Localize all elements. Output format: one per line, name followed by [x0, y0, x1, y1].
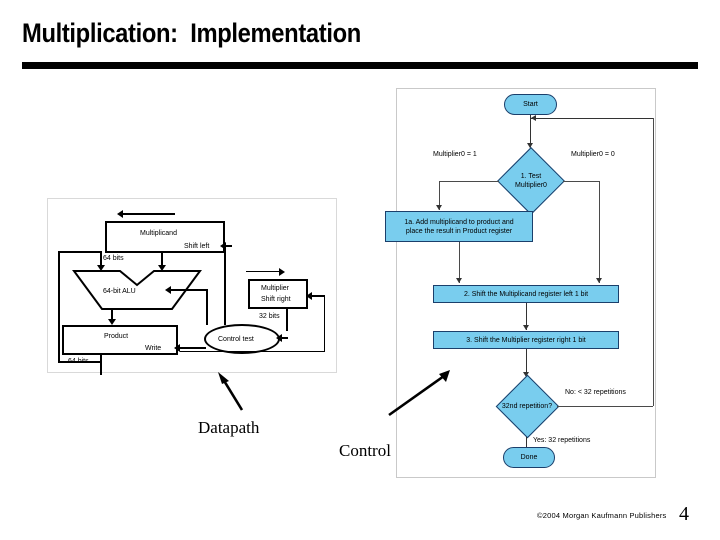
- flow-edge-right-v: [599, 181, 600, 283]
- datapath-wire-feedback-down: [100, 251, 102, 269]
- arrow-left-icon: [306, 292, 312, 300]
- flow-edge-1a-down: [459, 242, 460, 283]
- datapath-control-wire-alu-v: [206, 289, 208, 325]
- flow-edge-start-test: [530, 115, 531, 148]
- datapath-control-wire-write: [179, 347, 206, 349]
- arrow-down-icon: [108, 319, 116, 325]
- arrow-down-icon: [523, 325, 529, 330]
- alu-label: 64-bit ALU: [103, 288, 136, 295]
- arrow-left-icon: [117, 210, 123, 218]
- flow-node-loop-wrap: 32nd repetition?: [493, 374, 561, 439]
- datapath-wire-feedback-h: [58, 251, 101, 253]
- flow-node-step-1a-line2: place the result in Product register: [405, 227, 513, 235]
- product-label: Product: [104, 333, 129, 340]
- multiplicand-label: Multiplicand: [140, 230, 177, 237]
- datapath-control-wire-mplier-h: [280, 337, 288, 339]
- datapath-wire-mplier-top: [246, 271, 282, 272]
- multiplicand-bits-label: 64 bits: [103, 255, 124, 262]
- datapath-annotation-label: Datapath: [198, 418, 260, 437]
- arrow-down-icon: [97, 265, 105, 271]
- flow-edge-no-h: [557, 406, 653, 407]
- flow-label-no-lt-32: No: < 32 repetitions: [565, 389, 626, 396]
- multiplier-register: [248, 279, 308, 309]
- arrow-down-icon: [456, 278, 462, 283]
- write-label: Write: [145, 345, 162, 352]
- flow-edge-no-return: [531, 118, 653, 119]
- datapath-wire-alu-product: [111, 309, 113, 323]
- multiplier-bits-label: 32 bits: [259, 313, 280, 320]
- flow-edge-no-v: [653, 118, 654, 406]
- arrow-down-icon: [596, 278, 602, 283]
- flow-node-step-1a: 1a. Add multiplicand to product and plac…: [385, 211, 533, 242]
- datapath-wire-mcand-down: [161, 253, 163, 269]
- arrow-down-icon: [523, 372, 529, 377]
- datapath-diagram: Multiplicand Shift left 64 bits 64-bit A…: [47, 198, 337, 375]
- arrow-left-icon: [165, 286, 171, 294]
- flowchart-diagram: Start 1. Test Multiplier0 Multiplier0 = …: [385, 88, 656, 478]
- page-title: Multiplication: Implementation: [22, 18, 361, 48]
- datapath-wire-feedback-v: [58, 251, 60, 361]
- arrow-right-icon: [279, 268, 285, 276]
- flow-edge-2-3: [526, 303, 527, 330]
- title-divider: [22, 62, 698, 69]
- datapath-wire-right-return-h: [180, 351, 325, 352]
- datapath-pointer-arrow: [218, 372, 244, 411]
- product-register: [62, 325, 178, 355]
- arrow-down-icon: [158, 265, 166, 271]
- flow-node-done: Done: [503, 447, 555, 468]
- datapath-wire-mplier-shiftright: [312, 295, 325, 297]
- shift-right-label: Shift right: [261, 296, 291, 303]
- flow-node-start: Start: [504, 94, 557, 115]
- arrow-left-icon: [174, 344, 180, 352]
- flow-label-yes-32: Yes: 32 repetitions: [533, 437, 591, 444]
- flow-edge-right-h: [563, 181, 599, 182]
- arrow-down-icon: [527, 143, 533, 148]
- datapath-control-wire-shiftleft-v: [224, 247, 226, 325]
- arrow-left-icon: [220, 242, 226, 250]
- flow-edge-left-h: [439, 181, 499, 182]
- datapath-wire-right-return-v: [324, 295, 325, 351]
- alu-shape: [72, 270, 202, 310]
- control-pointer-arrow: [388, 370, 450, 417]
- datapath-wire-product-back: [58, 361, 102, 363]
- datapath-control-wire-alu-h: [170, 289, 208, 291]
- control-annotation-label: Control: [339, 441, 391, 460]
- flow-node-test-wrap: 1. Test Multiplier0: [497, 147, 565, 215]
- arrow-left-icon: [276, 334, 282, 342]
- flow-node-step-3: 3. Shift the Multiplier register right 1…: [433, 331, 619, 349]
- datapath-wire-top: [123, 213, 175, 215]
- flow-label-multiplier0-eq-0: Multiplier0 = 0: [571, 151, 615, 158]
- flow-node-test-shape: [497, 147, 565, 215]
- multiplier-label: Multiplier: [261, 285, 290, 292]
- flow-edge-left-v: [439, 181, 440, 210]
- flow-label-multiplier0-eq-1: Multiplier0 = 1: [433, 151, 477, 158]
- flow-node-step-2: 2. Shift the Multiplicand register left …: [433, 285, 619, 303]
- shift-left-label: Shift left: [184, 243, 210, 250]
- copyright-notice: ©2004 Morgan Kaufmann Publishers: [537, 511, 667, 520]
- control-test-label: Control test: [218, 336, 254, 343]
- flow-node-step-1a-line1: 1a. Add multiplicand to product and: [404, 218, 514, 226]
- slide-number: 4: [679, 503, 689, 525]
- arrow-down-icon: [436, 205, 442, 210]
- datapath-wire-mplier-down: [286, 309, 288, 331]
- datapath-wire-product-down: [100, 355, 102, 375]
- multiplicand-register: [105, 221, 225, 253]
- flow-node-loop-shape: [495, 374, 560, 439]
- arrow-left-icon: [531, 115, 536, 121]
- datapath-control-wire-shiftleft-h: [224, 245, 232, 247]
- flow-edge-3-loop: [526, 349, 527, 377]
